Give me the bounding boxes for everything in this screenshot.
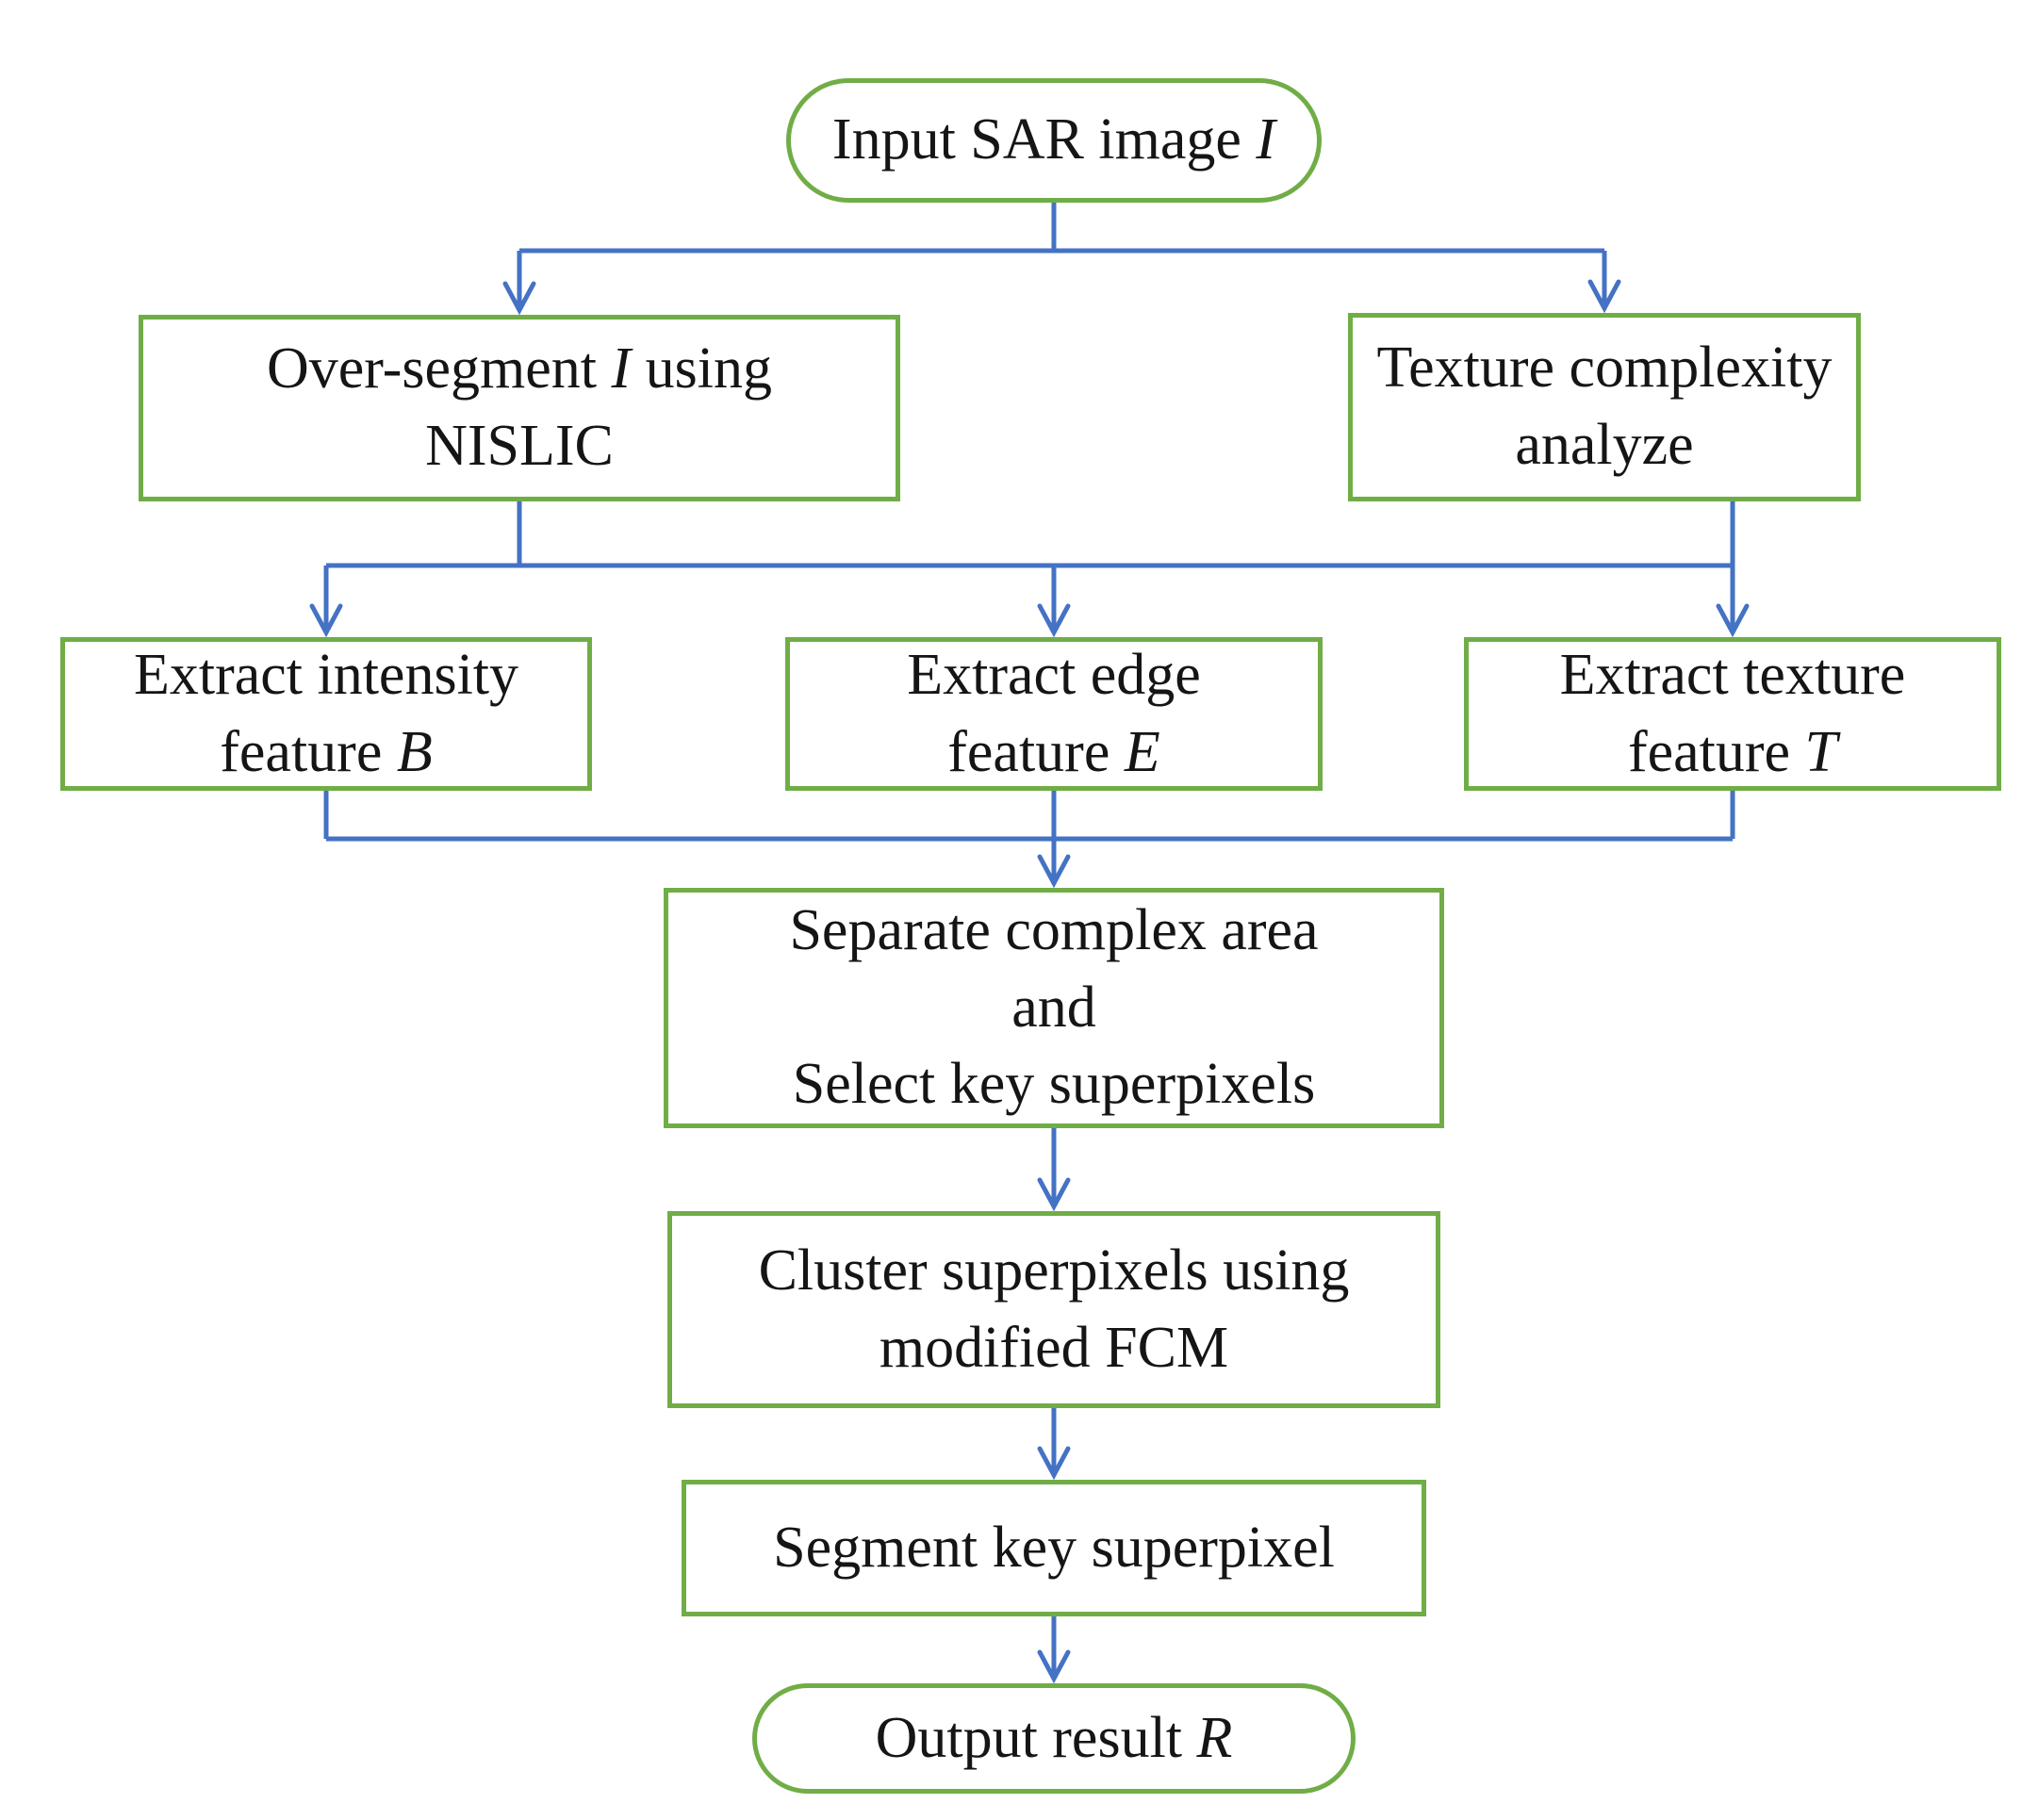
- node-segment-key-superpixel: Segment key superpixel: [682, 1480, 1426, 1616]
- label-variable-I: I: [611, 336, 632, 402]
- label-variable-E: E: [1124, 719, 1160, 784]
- node-label-line1: Over-segment I using: [267, 331, 772, 408]
- label-text: using: [631, 336, 772, 402]
- label-text: Over-segment: [267, 336, 612, 402]
- node-label-line1: Cluster superpixels using: [758, 1238, 1350, 1303]
- node-label: Output result R: [876, 1700, 1233, 1778]
- node-extract-edge-feature: Extract edge feature E: [785, 637, 1323, 791]
- label-text: feature: [947, 719, 1125, 784]
- node-output-result: Output result R: [752, 1683, 1356, 1794]
- label-variable-I: I: [1256, 107, 1276, 172]
- label-variable-T: T: [1804, 719, 1838, 784]
- node-label-line3: Select key superpixels: [792, 1052, 1316, 1117]
- node-label-line2: feature B: [220, 714, 432, 792]
- label-text: feature: [220, 719, 397, 784]
- node-input-sar-image: Input SAR image I: [786, 78, 1322, 203]
- node-extract-intensity-feature: Extract intensity feature B: [60, 637, 592, 791]
- label-variable-R: R: [1196, 1705, 1233, 1770]
- label-text: feature: [1627, 719, 1805, 784]
- node-label-line2: analyze: [1515, 413, 1694, 477]
- node-label-line2: NISLIC: [425, 414, 614, 478]
- node-label-line1: Extract intensity: [133, 642, 519, 707]
- node-label-line1: Extract texture: [1559, 642, 1906, 707]
- node-cluster-modified-fcm: Cluster superpixels using modified FCM: [667, 1211, 1440, 1408]
- node-label-line1: Texture complexity: [1376, 336, 1833, 401]
- node-label-line2: modified FCM: [879, 1315, 1229, 1380]
- node-over-segment-nislic: Over-segment I using NISLIC: [139, 315, 900, 501]
- node-label-line2: feature T: [1628, 714, 1837, 792]
- node-label-line2: and: [1011, 975, 1096, 1040]
- node-separate-select-superpixels: Separate complex area and Select key sup…: [664, 888, 1444, 1128]
- label-text: Output result: [875, 1705, 1197, 1770]
- label-text: Input SAR image: [831, 107, 1257, 172]
- node-label-line1: Extract edge: [907, 642, 1201, 707]
- node-texture-complexity-analyze: Texture complexity analyze: [1348, 313, 1861, 501]
- node-label-line2: feature E: [947, 714, 1159, 792]
- node-label-line1: Separate complex area: [789, 897, 1319, 962]
- label-variable-B: B: [396, 719, 433, 784]
- node-extract-texture-feature: Extract texture feature T: [1464, 637, 2001, 791]
- node-label: Input SAR image I: [832, 102, 1275, 179]
- node-label-line1: Segment key superpixel: [773, 1515, 1335, 1580]
